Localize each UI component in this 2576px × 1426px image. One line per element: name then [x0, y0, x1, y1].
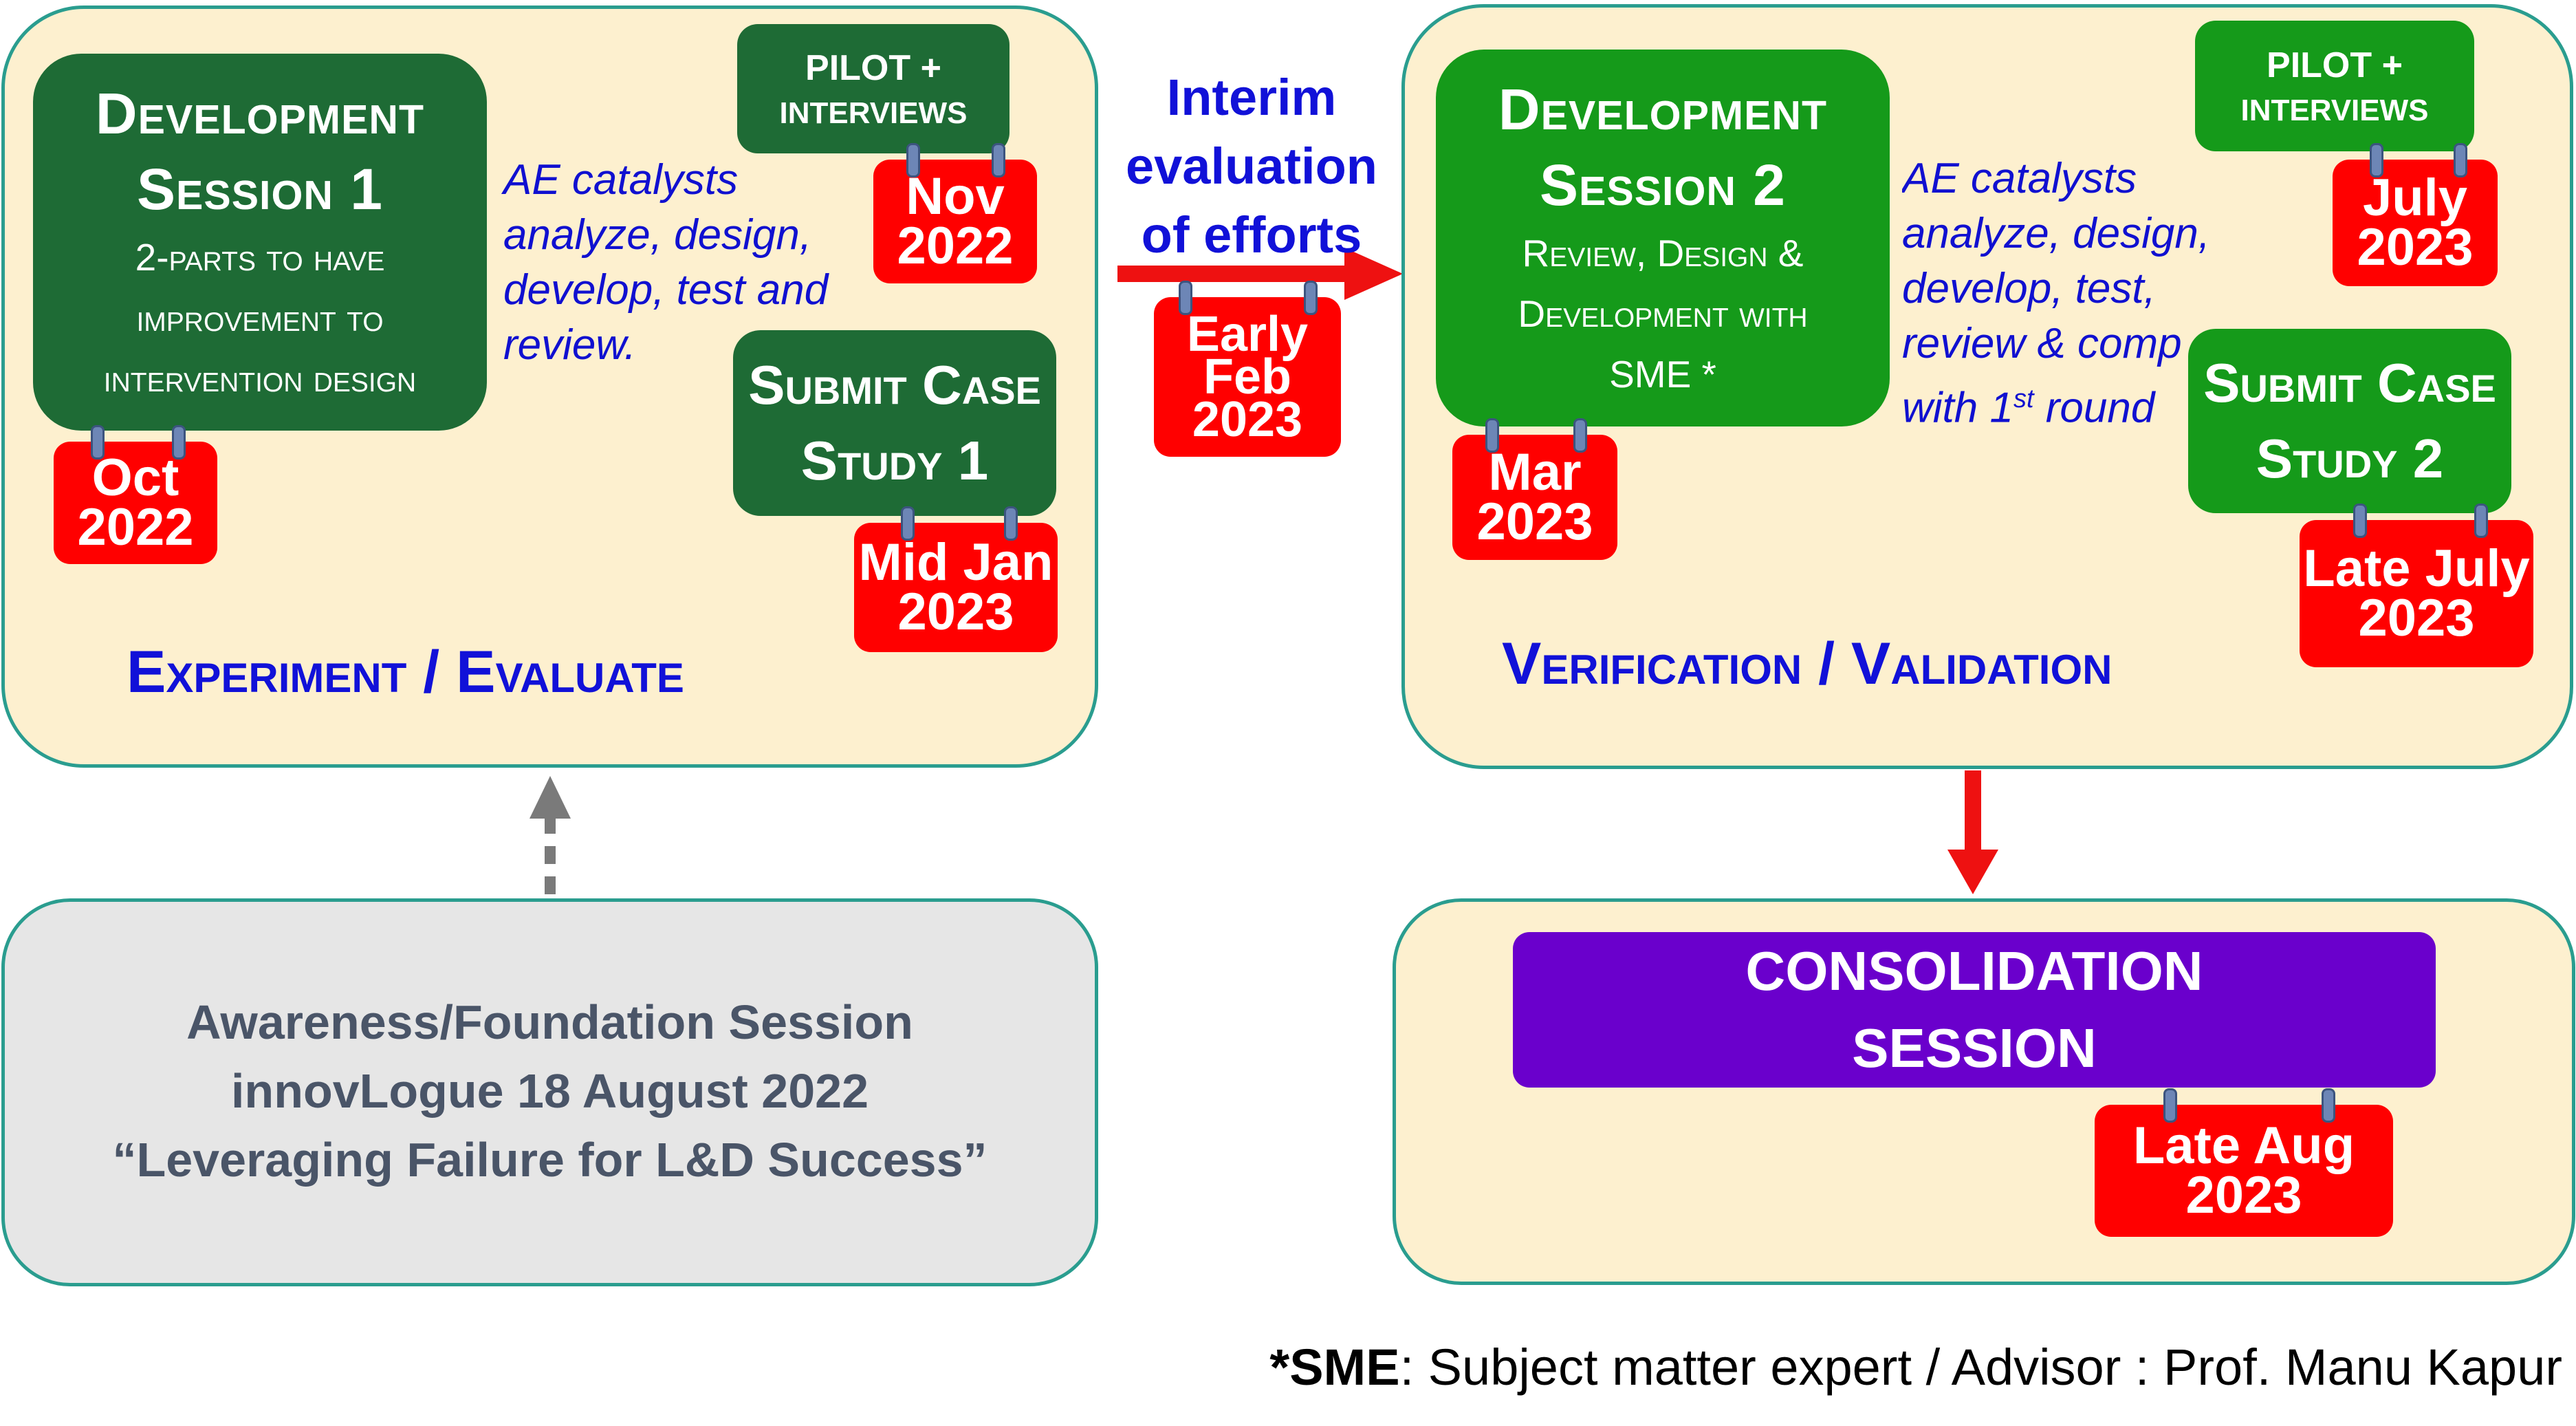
interim-evaluation-label: Interim evaluation of efforts [1126, 69, 1377, 263]
session-1-desc-3: intervention design [103, 357, 417, 400]
calendar-month: July [2362, 169, 2468, 227]
interviews-label: INTERVIEWS [779, 96, 968, 130]
pilot-interviews-1: PILOT + INTERVIEWS [737, 24, 1009, 153]
down-arrow-head [1947, 850, 1998, 894]
calendar-nov-2022: Nov 2022 [873, 143, 1037, 283]
session-2-number: Session 2 [1539, 153, 1787, 217]
calendar-early-feb-2023: Early Feb 2023 [1154, 281, 1341, 457]
down-arrow-shaft [1965, 770, 1981, 853]
calendar-mar-2023: Mar 2023 [1452, 418, 1617, 560]
development-session-2: Development Session 2 Review, Design & D… [1436, 50, 1890, 426]
session-2-desc-3: SME * [1609, 353, 1716, 396]
pilot-label: PILOT + [805, 48, 941, 88]
interim-arrow-head [1344, 248, 1403, 300]
awareness-line-3: “Leveraging Failure for L&D Success” [112, 1133, 987, 1187]
sme-footnote: *SME: Subject matter expert / Advisor : … [1269, 1338, 2562, 1396]
calendar-month: Late Aug [2132, 1116, 2355, 1175]
calendar-month: Mar [1488, 443, 1582, 501]
session-1-desc-2: improvement to [136, 296, 384, 339]
consolidation-session: CONSOLIDATION SESSION [1513, 932, 2436, 1088]
awareness-line-1: Awareness/Foundation Session [186, 995, 913, 1049]
pilot-interviews-2: PILOT + INTERVIEWS [2195, 21, 2474, 151]
ae-catalysts-note-2: AE catalysts analyze, design, develop, t… [1902, 155, 2205, 432]
calendar-year: 2023 [1476, 493, 1593, 551]
interviews-label: INTERVIEWS [2240, 94, 2429, 127]
calendar-month: Oct [91, 449, 179, 507]
calendar-year: 2022 [897, 217, 1014, 275]
submit-case-study-2: Submit Case Study 2 [2188, 329, 2511, 513]
submit-line-2: Study 1 [800, 430, 989, 491]
submit-line-1: Submit Case [2203, 352, 2496, 413]
session-2-title: Development [1498, 77, 1828, 142]
session-2-desc-1: Review, Design & [1522, 232, 1804, 274]
calendar-month: Mid Jan [858, 533, 1054, 592]
awareness-line-2: innovLogue 18 August 2022 [230, 1064, 869, 1118]
session-1-desc-1: 2-parts to have [135, 236, 385, 279]
ae-catalysts-note-1: AE catalysts analyze, design, develop, t… [503, 156, 829, 369]
pilot-label: PILOT + [2267, 45, 2403, 85]
calendar-month: Nov [906, 167, 1005, 226]
calendar-month: Late July [2303, 539, 2530, 598]
submit-line-2: Study 2 [2256, 428, 2444, 489]
session-1-number: Session 1 [136, 157, 384, 222]
calendar-oct-2022: Oct 2022 [54, 425, 217, 564]
footnote-rest: : Subject matter expert / Advisor : Prof… [1399, 1339, 2562, 1396]
calendar-year: 2023 [2185, 1166, 2302, 1224]
calendar-year: 2023 [2358, 589, 2475, 647]
session-1-title: Development [95, 81, 425, 146]
consolidation-line-2: SESSION [1852, 1017, 2097, 1079]
consolidation-line-1: CONSOLIDATION [1745, 940, 2203, 1002]
calendar-year: 2023 [897, 583, 1014, 641]
footnote-bold: *SME [1269, 1339, 1400, 1396]
calendar-year: 2023 [2357, 218, 2474, 277]
calendar-late-aug-2023: Late Aug 2023 [2095, 1088, 2393, 1237]
calendar-july-2023: July 2023 [2333, 143, 2498, 286]
awareness-text: Awareness/Foundation Session innovLogue … [1, 988, 1098, 1194]
calendar-mid-jan-2023: Mid Jan 2023 [854, 506, 1058, 652]
development-session-1: Development Session 1 2-parts to have im… [33, 54, 487, 431]
calendar-late-july-2023: Late July 2023 [2300, 504, 2533, 667]
phase-label-experiment: Experiment / Evaluate [127, 639, 684, 705]
session-2-desc-2: Development with [1518, 292, 1808, 335]
interim-arrow-shaft [1117, 266, 1351, 282]
calendar-year: 2022 [77, 498, 194, 557]
submit-line-1: Submit Case [748, 354, 1041, 415]
submit-case-study-1: Submit Case Study 1 [733, 330, 1056, 516]
phase-label-verification: Verification / Validation [1502, 631, 2113, 697]
awareness-foundation-panel [1, 898, 1098, 1286]
